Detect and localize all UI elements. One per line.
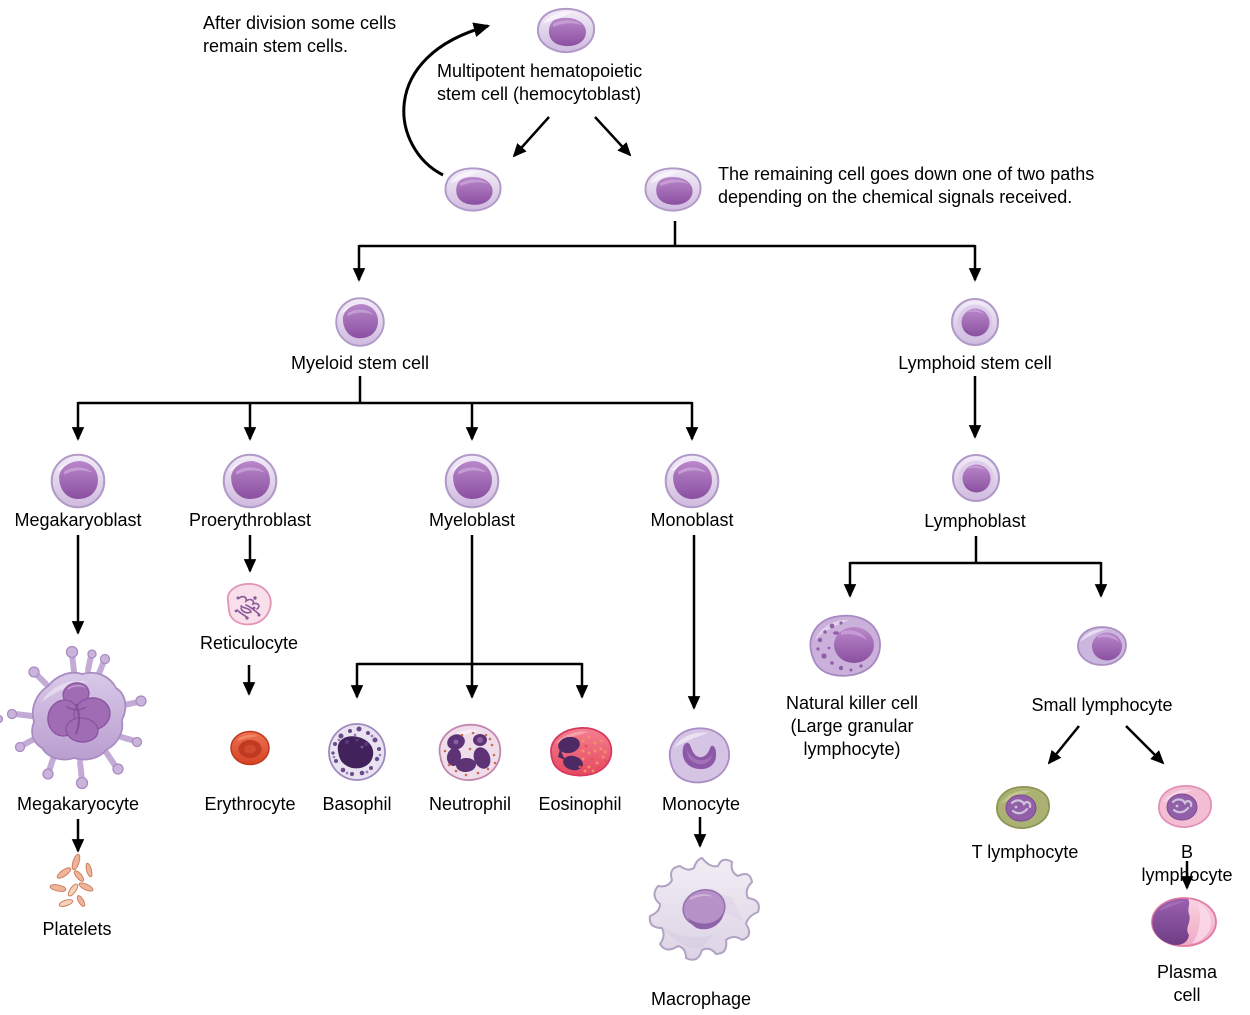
label-reticulocyte: Reticulocyte: [199, 633, 299, 653]
macrophage-cell-illustration: [648, 857, 760, 961]
label-monocyte: Monocyte: [661, 794, 741, 814]
arrow-division-right: [594, 116, 632, 157]
natural-killer-cell-illustration: [809, 614, 881, 677]
arrow-to-t-lymphocyte: [1047, 725, 1080, 765]
label-erythrocyte: Erythrocyte: [204, 794, 296, 814]
label-lymphoid-stem-cell: Lymphoid stem cell: [898, 353, 1052, 373]
erythrocyte-cell-illustration: [230, 730, 270, 766]
monoblast-cell-illustration: [664, 453, 720, 509]
eosinophil-cell-illustration: [550, 727, 613, 777]
label-plasma-cell: Plasma cell: [1156, 962, 1218, 1005]
megakaryocyte-cell-illustration: [0, 647, 146, 789]
label-b-lymphocyte: B lymphocyte: [1141, 842, 1233, 885]
t-lymphocyte-cell-illustration: [997, 787, 1049, 828]
arrow-self-renewal: [402, 22, 491, 177]
label-basophil: Basophil: [322, 794, 392, 814]
label-hemocytoblast: Multipotent hematopoietic stem cell (hem…: [437, 61, 643, 104]
arrow-division-left: [512, 116, 550, 158]
daughter-stem-cell-right-illustration: [644, 167, 702, 212]
label-macrophage: Macrophage: [650, 989, 752, 1009]
myeloblast-cell-illustration: [444, 453, 500, 509]
label-megakaryoblast: Megakaryoblast: [14, 510, 142, 530]
label-natural-killer-cell: Natural killer cell (Large granular lymp…: [785, 693, 919, 759]
annotation-two-paths: The remaining cell goes down one of two …: [718, 164, 1095, 207]
b-lymphocyte-cell-illustration: [1159, 786, 1211, 827]
neutrophil-cell-illustration: [438, 723, 502, 781]
myeloid-stem-cell-illustration: [335, 297, 385, 347]
reticulocyte-cell-illustration: [226, 582, 272, 626]
daughter-stem-cell-left-illustration: [444, 167, 502, 212]
platelets-illustration: [49, 852, 95, 909]
small-lymphocyte-cell-illustration: [1077, 626, 1127, 666]
label-neutrophil: Neutrophil: [428, 794, 512, 814]
megakaryoblast-cell-illustration: [50, 453, 106, 509]
label-proerythroblast: Proerythroblast: [188, 510, 312, 530]
plasma-cell-illustration: [1151, 897, 1217, 947]
label-lymphoblast: Lymphoblast: [924, 511, 1026, 531]
label-megakaryocyte: Megakaryocyte: [16, 794, 140, 814]
connector-arrows: [71, 22, 1194, 890]
label-t-lymphocyte: T lymphocyte: [971, 842, 1079, 862]
label-myeloblast: Myeloblast: [428, 510, 516, 530]
arrow-to-b-lymphocyte: [1125, 725, 1165, 765]
basophil-cell-illustration: [328, 723, 386, 781]
annotation-self-renewal: After division some cells remain stem ce…: [203, 13, 397, 56]
monocyte-cell-illustration: [668, 727, 731, 784]
proerythroblast-cell-illustration: [222, 453, 278, 509]
label-eosinophil: Eosinophil: [538, 794, 622, 814]
label-myeloid-stem-cell: Myeloid stem cell: [290, 353, 430, 373]
label-small-lymphocyte: Small lymphocyte: [1031, 695, 1173, 715]
label-monoblast: Monoblast: [650, 510, 734, 530]
lymphoblast-cell-illustration: [952, 454, 1000, 502]
lymphoid-stem-cell-illustration: [951, 298, 999, 346]
hemocytoblast-cell-illustration: [536, 7, 596, 54]
label-platelets: Platelets: [42, 919, 112, 939]
cell-illustrations: [0, 7, 1217, 961]
